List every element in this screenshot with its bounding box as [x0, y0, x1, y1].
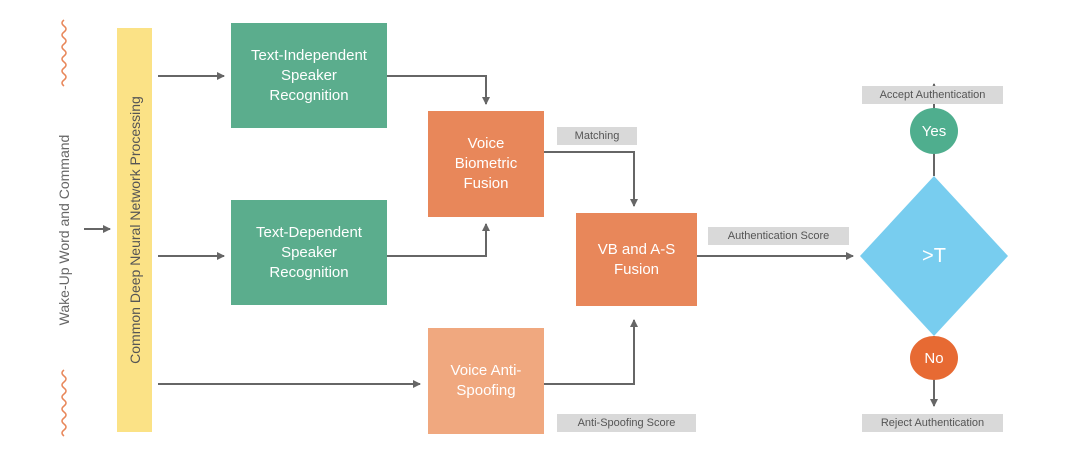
anti-spoofing-score-tag: Anti-Spoofing Score	[557, 414, 696, 432]
threshold-label: >T	[922, 245, 946, 267]
text-independent-speaker-box: Text-Independent Speaker Recognition	[231, 23, 387, 128]
voice-biometric-fusion-box: Voice Biometric Fusion	[428, 111, 544, 217]
no-circle: No	[910, 336, 958, 380]
yes-circle: Yes	[910, 108, 958, 154]
arrow-antispoof-to-vbas	[544, 319, 638, 385]
dnn-processing-bar	[117, 28, 152, 432]
dnn-label: Common Deep Neural Network Processing	[127, 96, 143, 364]
arrow-vb-to-vbas	[544, 151, 638, 207]
reject-authentication-tag: Reject Authentication	[862, 414, 1003, 432]
authentication-score-tag: Authentication Score	[708, 227, 849, 245]
matching-tag: Matching	[557, 127, 637, 145]
accept-authentication-tag: Accept Authentication	[862, 86, 1003, 104]
voice-anti-spoofing-box: Voice Anti- Spoofing	[428, 328, 544, 434]
text-dependent-speaker-box: Text-Dependent Speaker Recognition	[231, 200, 387, 305]
vb-as-fusion-box: VB and A-S Fusion	[576, 213, 697, 306]
squiggle-top	[61, 19, 67, 87]
arrow-ti-to-vb	[387, 75, 490, 105]
squiggle-bottom	[61, 369, 67, 437]
input-label: Wake-Up Word and Command	[56, 134, 72, 326]
threshold-diamond	[860, 176, 1008, 336]
arrow-td-to-vb	[387, 223, 490, 257]
